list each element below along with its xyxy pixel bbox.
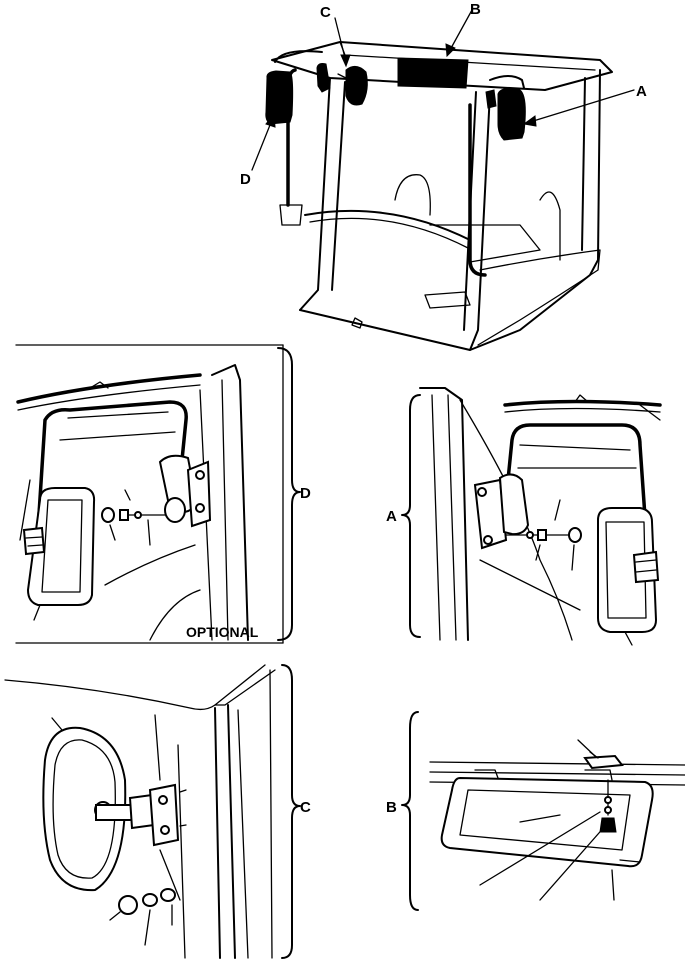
cab-overview bbox=[265, 41, 613, 351]
label-main-c: C bbox=[320, 4, 331, 21]
label-panel-c: C bbox=[300, 799, 311, 816]
label-main-a: A bbox=[636, 83, 647, 100]
label-panel-b: B bbox=[386, 799, 397, 816]
brace-a bbox=[401, 394, 421, 638]
brace-d bbox=[277, 347, 301, 641]
label-panel-d: D bbox=[300, 485, 311, 502]
label-panel-a: A bbox=[386, 508, 397, 525]
panel-c-mirror-detail bbox=[4, 664, 276, 959]
panel-b-visor-detail bbox=[429, 739, 685, 901]
label-main-b: B bbox=[470, 1, 481, 18]
label-main-d: D bbox=[240, 171, 251, 188]
callout-arrows bbox=[251, 9, 635, 171]
panel-d-mirror-detail bbox=[15, 344, 284, 644]
brace-c bbox=[281, 664, 301, 959]
brace-b bbox=[401, 711, 419, 911]
panel-a-mirror-detail bbox=[419, 387, 662, 646]
optional-label: OPTIONAL bbox=[186, 624, 259, 640]
